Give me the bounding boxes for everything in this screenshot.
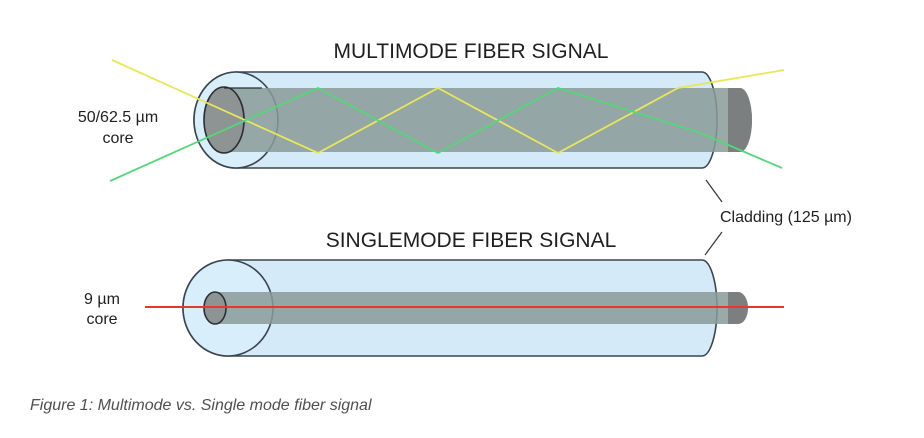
figure-caption: Figure 1: Multimode vs. Single mode fibe… (30, 397, 372, 414)
multimode-core (222, 88, 752, 152)
cladding-pointer-lower (704, 231, 723, 256)
multimode-core-end (728, 88, 752, 152)
singlemode-core-label-line1: 9 µm (84, 291, 120, 308)
singlemode-title: SINGLEMODE FIBER SIGNAL (326, 229, 617, 252)
multimode-core-face (203, 86, 245, 154)
singlemode-fiber (145, 259, 784, 357)
multimode-fiber (109, 59, 785, 182)
multimode-core-label-line2: core (102, 130, 133, 147)
cladding-label: Cladding (125 µm) (720, 209, 852, 226)
multimode-title: MULTIMODE FIBER SIGNAL (334, 40, 609, 63)
singlemode-core-label-line2: core (86, 311, 117, 328)
multimode-signal-green (109, 86, 783, 182)
fiber-diagram: MULTIMODE FIBER SIGNAL SINGLEMODE FIBER … (78, 40, 852, 357)
cladding-pointer-upper (705, 179, 723, 203)
multimode-core-label-line1: 50/62.5 µm (78, 109, 158, 126)
